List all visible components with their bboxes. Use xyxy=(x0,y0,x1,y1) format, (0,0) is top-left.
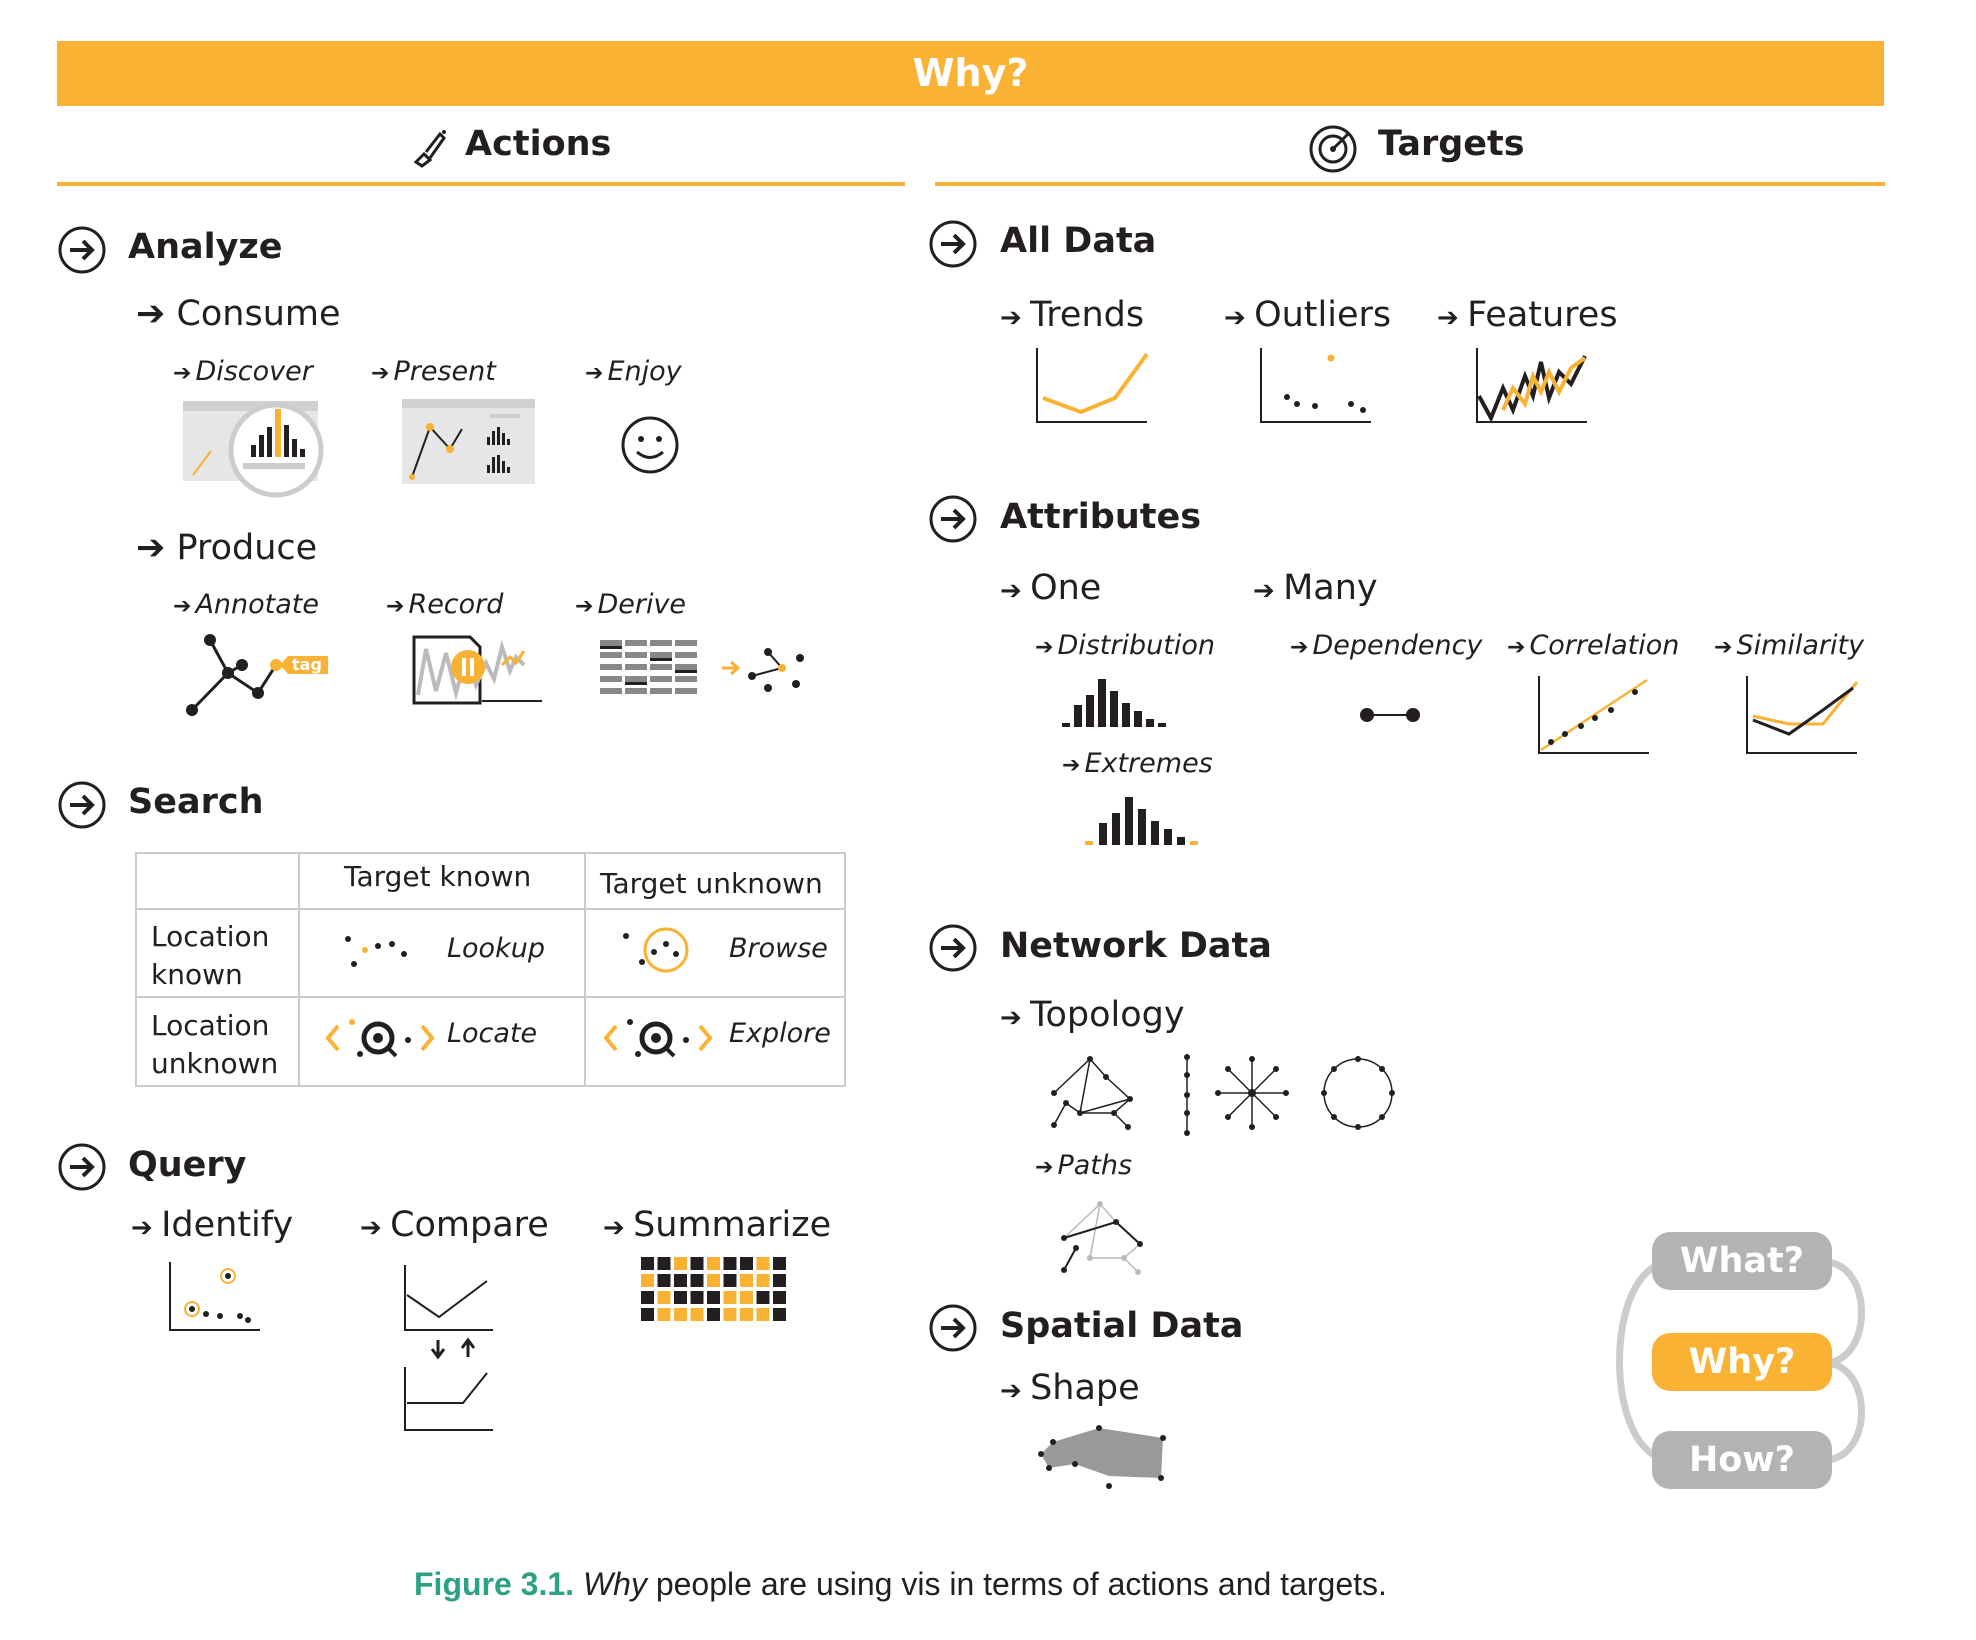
targets-rule xyxy=(935,182,1885,186)
spatial-data-heading: Spatial Data xyxy=(1000,1306,1244,1346)
dependency-icon xyxy=(1360,708,1420,722)
circle-arrow-icon xyxy=(58,226,106,274)
lookup-label: Lookup xyxy=(447,933,545,964)
actions-rule xyxy=(57,182,905,186)
consume-heading: ➔ Consume xyxy=(136,294,341,334)
locate-icon xyxy=(325,1019,435,1058)
trends-icon xyxy=(1036,348,1149,423)
circle-arrow-icon xyxy=(58,1143,106,1191)
targets-header: Targets xyxy=(1378,124,1525,164)
summarize-icon xyxy=(641,1257,786,1321)
outliers-icon xyxy=(1260,348,1371,423)
present-icon xyxy=(402,399,535,484)
search-heading: Search xyxy=(128,782,264,822)
annotate-icon: tag xyxy=(186,634,328,716)
annotate-label: ➔Annotate xyxy=(173,589,319,620)
nav-how-pill[interactable]: How? xyxy=(1652,1431,1832,1489)
enjoy-label: ➔Enjoy xyxy=(585,356,682,387)
search-table xyxy=(135,852,846,1087)
trends-label: ➔ Trends xyxy=(1000,295,1145,335)
identify-label: ➔ Identify xyxy=(131,1205,294,1245)
figure-caption: Figure 3.1. Why people are using vis in … xyxy=(414,1566,1387,1602)
compare-icon xyxy=(404,1265,493,1431)
similarity-label: ➔Similarity xyxy=(1714,630,1865,661)
nav-what-pill[interactable]: What? xyxy=(1652,1232,1832,1290)
features-icon xyxy=(1476,348,1587,423)
network-data-heading: Network Data xyxy=(1000,926,1272,966)
record-label: ➔Record xyxy=(386,589,504,620)
correlation-icon xyxy=(1538,676,1649,754)
compare-label: ➔ Compare xyxy=(360,1205,549,1245)
topology-icon xyxy=(1051,1054,1395,1136)
target-known-header: Target known xyxy=(344,860,532,893)
query-heading: Query xyxy=(128,1145,247,1185)
browse-icon xyxy=(623,927,689,973)
analyze-heading: Analyze xyxy=(128,227,283,267)
locate-label: Locate xyxy=(447,1018,538,1049)
all-data-heading: All Data xyxy=(1000,221,1157,261)
shape-icon xyxy=(1038,1425,1166,1489)
explore-label: Explore xyxy=(729,1018,831,1049)
attributes-heading: Attributes xyxy=(1000,497,1202,537)
dependency-label: ➔Dependency xyxy=(1290,630,1483,661)
lookup-icon xyxy=(345,936,407,967)
features-label: ➔ Features xyxy=(1437,295,1618,335)
record-icon xyxy=(412,635,542,705)
correlation-label: ➔Correlation xyxy=(1507,630,1680,661)
circle-arrow-icon xyxy=(929,924,977,972)
distribution-label: ➔Distribution xyxy=(1035,630,1215,661)
target-unknown-header: Target unknown xyxy=(600,867,823,900)
explore-icon xyxy=(603,1019,713,1058)
one-label: ➔ One xyxy=(1000,568,1102,608)
derive-label: ➔Derive xyxy=(575,589,687,620)
discover-icon xyxy=(183,401,324,498)
why-banner: Why? xyxy=(57,41,1884,106)
produce-heading: ➔ Produce xyxy=(136,528,318,568)
extremes-label: ➔Extremes xyxy=(1062,748,1213,779)
actions-header: Actions xyxy=(465,124,612,164)
distribution-icon xyxy=(1062,679,1166,727)
nav-why-pill[interactable]: Why? xyxy=(1652,1333,1832,1391)
browse-label: Browse xyxy=(729,933,828,964)
summarize-label: ➔ Summarize xyxy=(603,1205,832,1245)
paths-label: ➔Paths xyxy=(1035,1150,1133,1181)
present-label: ➔Present xyxy=(371,356,496,387)
paintbrush-icon xyxy=(413,130,446,168)
identify-icon xyxy=(169,1262,260,1331)
smiley-icon xyxy=(621,416,679,474)
paths-icon xyxy=(1061,1201,1143,1275)
topology-label: ➔ Topology xyxy=(1000,995,1185,1035)
circle-arrow-icon xyxy=(58,781,106,829)
many-label: ➔ Many xyxy=(1253,568,1378,608)
circle-arrow-icon xyxy=(929,1304,977,1352)
derive-icon xyxy=(600,640,804,694)
outliers-label: ➔ Outliers xyxy=(1224,295,1392,335)
tag-text: tag xyxy=(292,655,322,674)
similarity-icon xyxy=(1746,676,1859,754)
target-icon xyxy=(1309,125,1357,173)
circle-arrow-icon xyxy=(929,220,977,268)
extremes-icon xyxy=(1085,797,1198,845)
circle-arrow-icon xyxy=(929,495,977,543)
shape-label: ➔ Shape xyxy=(1000,1368,1140,1408)
discover-label: ➔Discover xyxy=(173,356,313,387)
